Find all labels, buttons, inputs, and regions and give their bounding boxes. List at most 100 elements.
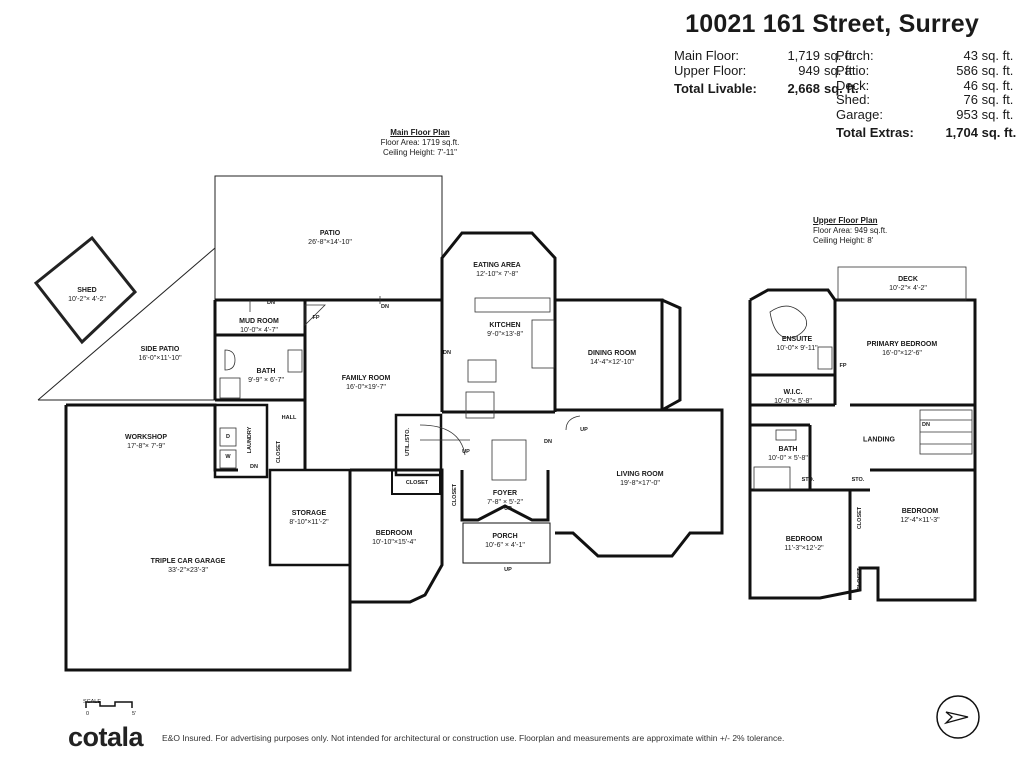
fp-label: FP [839,363,847,369]
unit-label: sq. ft. [981,77,1014,93]
up-label: UP [580,427,588,433]
extras-area-summary: Porch: 43 sq. ft. Patio: 586 sq. ft. Deck:… [836,48,1017,141]
patio-value: 586 [956,62,978,78]
room-landing: LANDING [863,436,895,444]
porch-value: 43 [963,48,978,63]
cotala-logo: cotala [68,722,144,752]
dryer-label: D [226,434,230,440]
garage-label: Garage: [836,107,883,123]
upper-floor-fixtures [753,266,973,490]
storage-label: STO. [801,477,815,483]
unit-label: sq. ft. [981,124,1017,140]
property-address-title: 10021 161 Street, Surrey [685,10,979,38]
main-floor-walls [64,231,724,672]
down-label: DN [544,439,552,445]
unit-label: sq. ft. [824,48,856,63]
hall-label: HALL [281,415,297,421]
upper-plan-ceiling: Ceiling Height: 8' [813,236,874,245]
unit-label: sq. ft. [981,92,1014,108]
down-label: DN [443,350,451,356]
deck-value: 46 [963,77,978,93]
main-plan-ceiling: Ceiling Height: 7'-11" [382,148,458,157]
unit-label: sq. ft. [824,80,859,96]
side-patio-edge [37,247,216,401]
main-floor-fixtures [219,296,581,481]
total-livable-value: 2,668 [787,80,820,96]
upper-floor-label: Upper Floor: [674,62,747,78]
closet-label: CLOSET [276,440,282,464]
garage-value: 953 [956,107,978,123]
main-floor-plan-header: Main Floor Plan Floor Area: 1719 sq.ft. … [375,128,465,158]
scale-label: SCALE [83,699,102,705]
upper-floor-value: 949 [798,62,820,78]
shed-outline [33,235,138,345]
main-plan-heading: Main Floor Plan [390,128,450,137]
scale-five: 5' [132,711,137,717]
scale-bar [85,701,133,708]
laundry-label: LAUNDRY [247,426,253,454]
scale-zero: 0 [86,711,90,717]
unit-label: sq. ft. [981,62,1014,78]
down-label: DN [381,304,389,310]
up-label: UP [504,506,512,512]
total-extras-value: 1,704 [945,124,978,140]
main-plan-area: Floor Area: 1719 sq.ft. [380,138,460,147]
main-floor-label: Main Floor: [674,48,740,63]
scale-bar-labels: SCALE 0 5' [83,699,136,717]
closet-label: CLOSET [405,480,429,486]
upper-floor-plan-header: Upper Floor Plan Floor Area: 949 sq.ft. … [813,216,887,246]
unit-label: sq. ft. [824,62,856,78]
room-wic: W.I.C.10'-0"× 5'-8" [774,389,812,405]
shed-value: 76 [963,92,978,108]
total-livable-label: Total Livable: [674,80,757,96]
unit-label: sq. ft. [981,48,1014,63]
up-label: UP [504,567,512,573]
down-label: DN [267,300,275,306]
closet-label: CLOSET [857,506,863,530]
shed-label: Shed: [836,92,870,108]
washer-label: W [225,454,231,460]
closet-label: CLOSET [452,483,458,507]
main-floor-value: 1,719 [787,48,820,63]
deck-label: Deck: [836,77,870,93]
disclaimer-text: E&O Insured. For advertising purposes on… [162,733,785,743]
closet-label: CLOSET [857,567,863,591]
storage-label: STO. [851,477,865,483]
util-sto-label: UTIL./STO. [405,427,411,457]
upper-plan-area: Floor Area: 949 sq.ft. [813,226,888,235]
fp-label: FP [312,315,320,321]
upper-floor-walls [748,288,977,602]
down-label: DN [922,422,930,428]
porch-label: Porch: [836,48,874,63]
total-extras-label: Total Extras: [836,124,914,140]
unit-label: sq. ft. [981,107,1014,123]
down-label: DN [250,464,258,470]
patio-label: Patio: [836,62,870,78]
north-arrow-icon [936,695,980,739]
upper-plan-heading: Upper Floor Plan [813,216,878,225]
